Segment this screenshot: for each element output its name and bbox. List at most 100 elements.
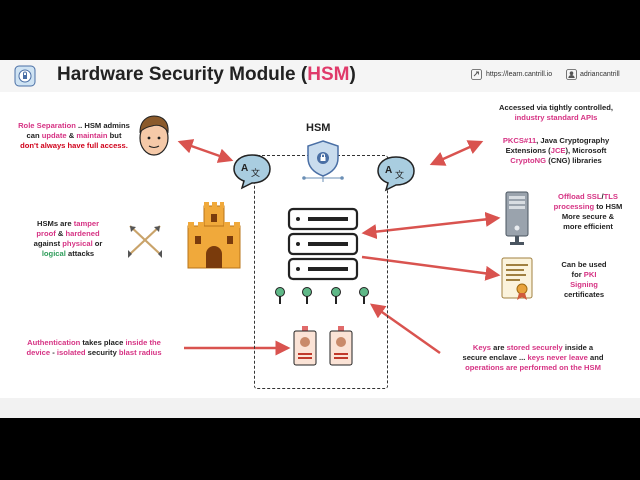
key-icon — [331, 287, 341, 304]
note-text: inside the — [125, 338, 161, 347]
slide: Hardware Security Module (HSM) https://l… — [0, 60, 640, 418]
role-separation-note: Role Separation .. HSM admins can update… — [6, 121, 142, 151]
shield-icon — [302, 140, 344, 182]
svg-text:A: A — [385, 165, 392, 176]
note-text: Extensions ( — [505, 146, 551, 155]
note-text: , Java Cryptography — [536, 136, 610, 145]
note-text: keys never leave — [527, 353, 588, 362]
note-text: logical — [41, 249, 66, 258]
note-text: secure enclave ... — [462, 353, 528, 362]
note-text: certificates — [563, 290, 605, 299]
note-text: device — [26, 348, 51, 357]
pki-signing-note: Can be used for PKI Signing certificates — [544, 260, 624, 300]
note-text: attacks — [65, 249, 95, 258]
note-text: ), Microsoft — [565, 146, 607, 155]
note-text: industry standard APIs — [514, 113, 598, 122]
note-text: inside a — [562, 343, 594, 352]
page-title: Hardware Security Module (HSM) — [57, 64, 356, 86]
note-text: Authentication — [27, 338, 81, 347]
note-text: physical — [62, 239, 93, 248]
note-text: (CNG) libraries — [546, 156, 602, 165]
api-access-note: Accessed via tightly controlled, industr… — [476, 103, 636, 123]
note-text: & — [66, 131, 77, 140]
note-text: but — [107, 131, 122, 140]
note-text: hardened — [65, 229, 100, 238]
note-text: Signing — [570, 280, 598, 289]
note-text: takes place — [80, 338, 126, 347]
note-text: Offload SSL — [558, 192, 602, 201]
note-text: don't always have full access. — [20, 141, 128, 150]
hsm-logo-icon — [14, 65, 36, 87]
note-text: Accessed via tightly controlled, — [499, 103, 613, 112]
note-text: JCE — [550, 146, 566, 155]
note-text: update — [41, 131, 67, 140]
title-main-text: Hardware Security Module ( — [57, 64, 308, 85]
note-text: proof — [36, 229, 56, 238]
svg-text:文: 文 — [251, 167, 260, 178]
svg-text:文: 文 — [395, 169, 404, 180]
note-text: PKCS#11 — [502, 136, 537, 145]
arrow-api-to-apis — [429, 140, 484, 166]
note-text: can — [26, 131, 42, 140]
course-link[interactable]: https://learn.cantrill.io — [486, 71, 553, 78]
note-text: maintain — [76, 131, 108, 140]
svg-text:A: A — [241, 163, 248, 174]
note-text: Can be used — [561, 260, 607, 269]
note-text: operations are performed on the HSM — [465, 363, 601, 372]
note-text: / — [601, 192, 604, 201]
note-text: CryptoNG — [510, 156, 547, 165]
tamper-proof-note: HSMs are tamper proof & hardened against… — [14, 219, 122, 259]
castle-icon — [187, 202, 241, 269]
note-text: against — [33, 239, 63, 248]
note-text: Keys — [472, 343, 491, 352]
admin-person-icon — [139, 115, 169, 156]
arrow-keys-to-hsm — [369, 303, 441, 355]
note-text: PKI — [583, 270, 597, 279]
note-text: TLS — [603, 192, 618, 201]
author-link[interactable]: adriancantrill — [580, 71, 620, 78]
note-text: HSMs are — [36, 219, 74, 228]
arrow-hsm-to-cert — [361, 255, 501, 281]
keys-icon-group — [275, 287, 369, 304]
note-text: security — [85, 348, 119, 357]
arrows-layer — [177, 139, 501, 356]
hsm-label: HSM — [306, 122, 331, 134]
api-translate-icon-left: A 文 — [233, 154, 271, 190]
arrow-hsm-to-server — [361, 211, 501, 240]
auth-badges-icon — [293, 326, 353, 366]
header-bar: Hardware Security Module (HSM) https://l… — [0, 60, 640, 92]
key-icon — [302, 287, 312, 304]
note-text: and — [587, 353, 604, 362]
footer-bar — [0, 398, 640, 418]
title-accent-text: HSM — [307, 64, 350, 85]
arrow-admin-to-api — [177, 139, 234, 163]
authentication-note: Authentication takes place inside the de… — [6, 338, 182, 358]
crossed-arrows-icon — [128, 225, 162, 258]
user-icon — [566, 69, 577, 80]
key-icon — [275, 287, 285, 304]
note-text: - — [50, 348, 57, 357]
api-libraries-note: PKCS#11, Java Cryptography Extensions (J… — [476, 136, 636, 166]
note-text: & — [55, 229, 66, 238]
note-text: or — [92, 239, 103, 248]
note-text: more efficient — [563, 222, 613, 231]
note-text: More secure & — [561, 212, 615, 221]
note-text: tamper — [73, 219, 100, 228]
note-text: processing — [553, 202, 595, 211]
web-server-icon — [505, 191, 529, 245]
ssl-offload-note: Offload SSL/TLS processing to HSM More s… — [540, 192, 636, 232]
note-text: blast radius — [118, 348, 162, 357]
note-text: to HSM — [594, 202, 623, 211]
note-text: Role Separation — [18, 121, 76, 130]
note-text: .. HSM admins — [75, 121, 130, 130]
note-text: are — [491, 343, 507, 352]
hsm-device-icon — [287, 207, 359, 281]
api-translate-icon-right: A 文 — [377, 156, 415, 192]
keys-storage-note: Keys are stored securely inside a secure… — [430, 343, 636, 373]
certificate-icon — [501, 257, 533, 300]
key-icon — [359, 287, 369, 304]
note-text: for — [571, 270, 584, 279]
link-icon — [471, 69, 482, 80]
title-close-text: ) — [349, 64, 356, 85]
note-text: stored securely — [506, 343, 563, 352]
